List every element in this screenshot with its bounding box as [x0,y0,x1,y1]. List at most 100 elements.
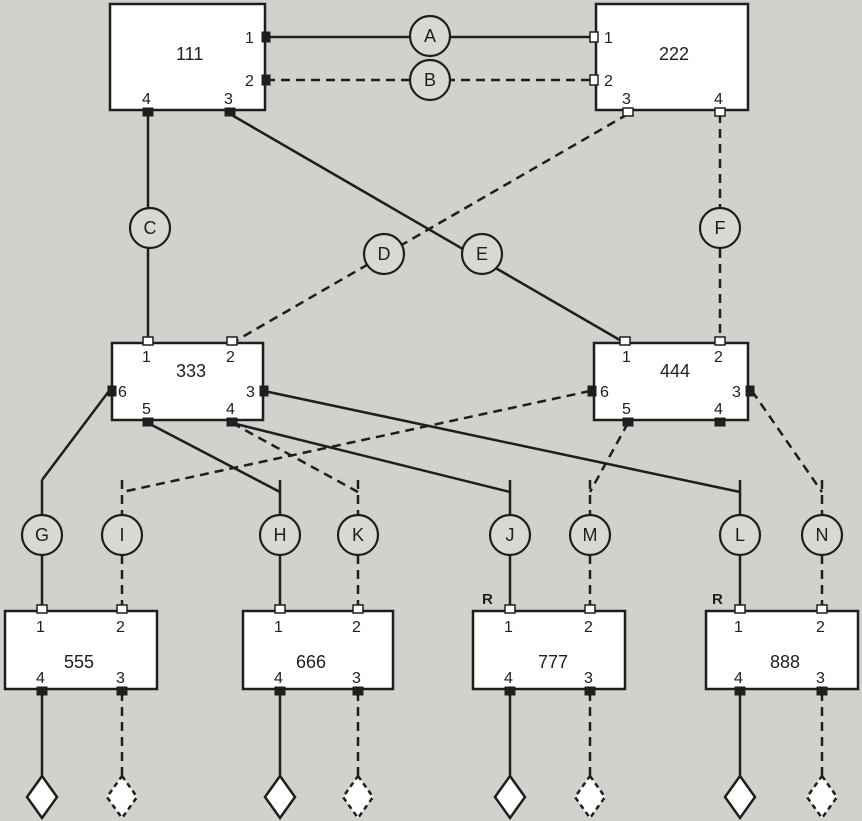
switch-888-port-2-label: 2 [816,619,825,636]
switch-555-port-4-label: 4 [36,670,45,687]
switch-777-port-4-label: 4 [504,670,513,687]
switch-333-port-5 [142,417,154,427]
hub-d: D [362,232,406,276]
svg-text:H: H [274,525,287,545]
switch-222-port-2 [589,74,599,86]
device-diamond-555-4 [25,773,59,821]
device-diamond-888-3 [805,773,839,821]
switch-333-port-1-label: 1 [142,349,151,366]
switch-444-port-5 [622,417,634,427]
switch-666-port-2-label: 2 [352,619,361,636]
switch-555-port-1 [36,604,48,614]
switch-111: 111 1 2 4 3 [108,2,271,117]
switch-333-port-1 [142,336,154,346]
svg-text:A: A [424,26,436,46]
switch-666-port-4-label: 4 [274,670,283,687]
switch-222-port-1-label: 1 [604,30,613,47]
switch-777-root-mark: R [482,591,493,608]
end-devices [25,773,839,821]
switch-444-port-4-label: 4 [714,401,723,418]
hub-f: F [698,206,742,250]
switch-333-port-6-label: 6 [118,384,127,401]
switch-666-port-3 [352,686,364,696]
svg-text:F: F [715,218,726,238]
hub-l: L [718,513,762,557]
switch-777-port-4 [504,686,516,696]
link-i-wire [121,389,591,494]
link-k-wire [231,421,359,494]
switch-777: 777 R 1 2 4 3 [471,591,627,696]
switch-666-port-1 [274,604,286,614]
switch-444-port-1-label: 1 [622,349,631,366]
device-diamond-666-4 [263,773,297,821]
switch-444-port-2-label: 2 [714,349,723,366]
switch-888-port-4-label: 4 [734,670,743,687]
link-hubs: A B C D E F G I [20,14,844,557]
svg-text:M: M [583,525,598,545]
switch-444-port-4 [714,417,726,427]
switch-111-port-1-label: 1 [245,30,254,47]
switch-888-port-4 [734,686,746,696]
switch-777-port-2 [584,604,596,614]
switch-888-port-2 [816,604,828,614]
switch-666-port-2 [352,604,364,614]
switch-444-label: 444 [660,361,690,381]
link-j-wire [231,421,511,494]
svg-text:J: J [506,525,515,545]
device-diamond-666-3 [341,773,375,821]
switch-666: 666 1 2 4 3 [241,604,395,696]
switch-222-port-4 [714,107,726,117]
switch-111-port-2 [261,74,271,86]
switch-555-port-4 [36,686,48,696]
switch-888-port-1-label: 1 [734,619,743,636]
switch-444-port-2 [714,336,726,346]
hub-k: K [336,513,380,557]
switch-111-port-3 [224,107,236,117]
switch-888-port-1 [734,604,746,614]
switch-333-port-6 [107,385,117,397]
switch-777-label: 777 [538,652,568,672]
svg-text:D: D [378,244,391,264]
device-diamond-777-3 [573,773,607,821]
switch-333-port-4 [226,417,238,427]
switch-777-port-2-label: 2 [584,619,593,636]
switch-444-port-5-label: 5 [622,401,631,418]
svg-text:G: G [35,525,49,545]
link-g-wire [41,390,110,481]
switch-666-port-1-label: 1 [274,619,283,636]
switch-888-port-3-label: 3 [816,670,825,687]
switch-111-port-4 [142,107,154,117]
switch-555: 555 1 2 4 3 [3,604,159,696]
link-e-wire [229,112,626,345]
svg-text:K: K [352,525,364,545]
switch-222-port-2-label: 2 [604,73,613,90]
switch-777-port-1 [504,604,516,614]
switch-444-port-3 [745,385,755,397]
svg-text:B: B [424,70,436,90]
device-diamond-888-4 [723,773,757,821]
switch-666-label: 666 [296,652,326,672]
device-diamond-777-4 [493,773,527,821]
switch-333-port-3 [259,385,269,397]
switch-111-port-3-label: 3 [224,91,233,108]
link-h-wire [147,421,281,494]
switch-333-label: 333 [176,361,206,381]
hub-c: C [128,206,172,250]
svg-text:I: I [119,525,124,545]
hub-j: J [488,513,532,557]
switch-222-port-1 [589,31,599,43]
hub-n: N [800,513,844,557]
switch-333-port-2-label: 2 [226,349,235,366]
hub-i: I [100,513,144,557]
svg-text:E: E [476,244,488,264]
switch-222-port-3 [622,107,634,117]
hub-a: A [408,14,452,58]
switch-222-label: 222 [659,44,689,64]
switch-444-port-6 [587,385,597,397]
switch-222-port-3-label: 3 [622,91,631,108]
switch-444-port-3-label: 3 [732,384,741,401]
switch-333-port-5-label: 5 [142,401,151,418]
switch-666-port-4 [274,686,286,696]
link-d-wire [231,112,629,345]
